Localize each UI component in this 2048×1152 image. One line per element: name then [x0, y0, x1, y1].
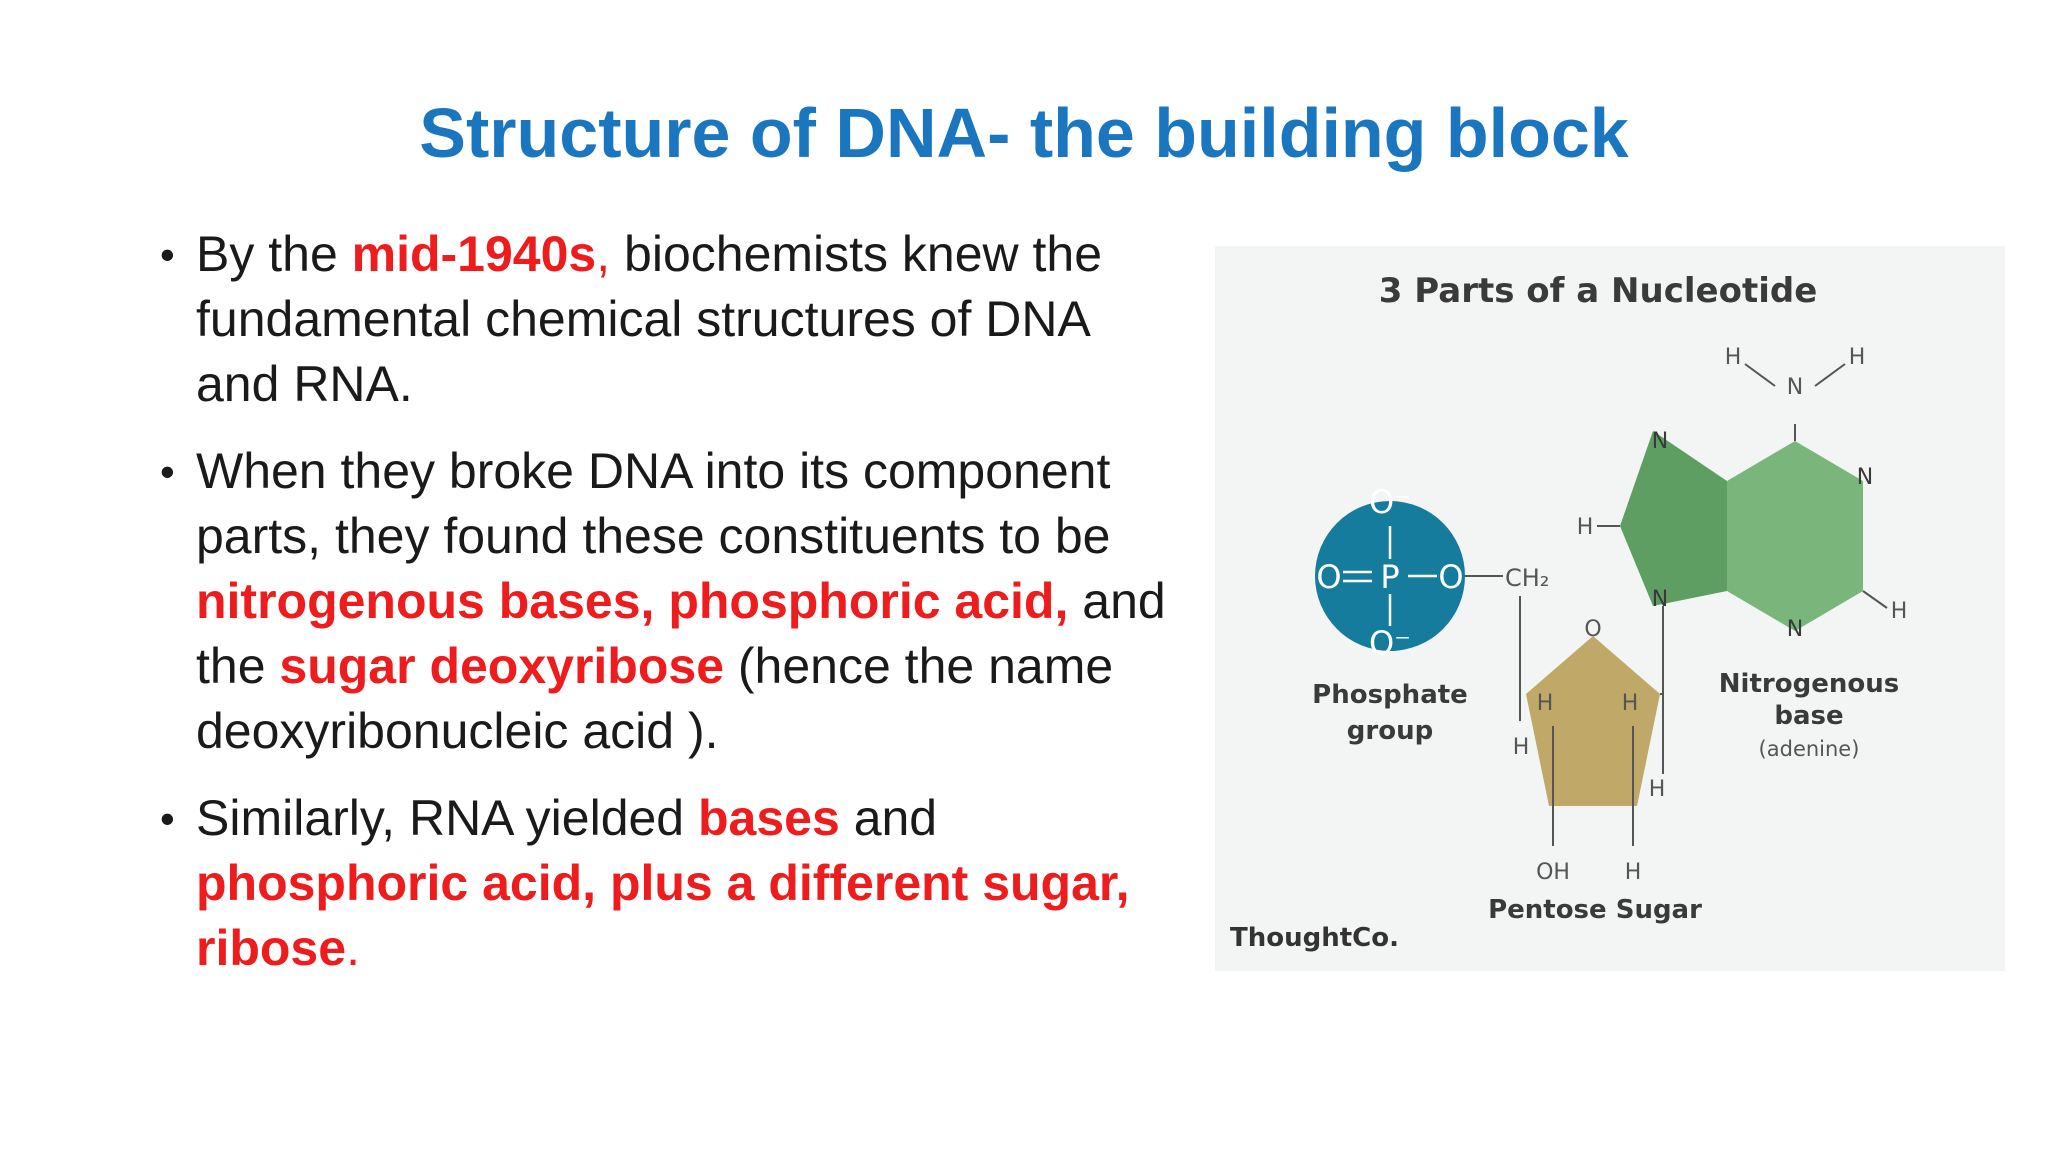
base-label: Nitrogenous — [1719, 669, 1899, 699]
atom-o-minus-top: O⁻ — [1369, 483, 1411, 521]
text-segment: , — [596, 226, 611, 282]
nucleotide-diagram: 3 Parts of a Nucleotide O⁻ O P O O⁻ Phos… — [1230, 271, 1908, 953]
figure-title: 3 Parts of a Nucleotide — [1379, 271, 1818, 311]
atom-h: H — [1849, 345, 1866, 370]
bullet-item: • When they broke DNA into its component… — [160, 439, 1170, 764]
atom-n: N — [1787, 617, 1803, 642]
text-segment: . — [346, 920, 360, 976]
atom-o-minus-bottom: O⁻ — [1369, 624, 1411, 662]
atom-h: H — [1513, 735, 1530, 760]
highlight-segment: mid-1940s — [351, 226, 597, 282]
bullet-dot: • — [160, 795, 175, 842]
text-segment: and the — [196, 573, 1166, 694]
phosphate-label: Phosphate — [1312, 680, 1468, 710]
highlight-segment: phosphoric acid, plus a different sugar,… — [196, 855, 1130, 976]
atom-n: N — [1652, 429, 1668, 454]
atom-n-amine: N — [1787, 375, 1803, 400]
atom-oh: OH — [1536, 860, 1570, 885]
base-bonds — [1597, 363, 1888, 609]
atom-ch2: CH₂ — [1505, 564, 1549, 592]
atom-h: H — [1577, 515, 1594, 540]
bullet-dot: • — [160, 448, 175, 495]
sugar-pentagon — [1526, 636, 1660, 806]
slide-title: Structure of DNA- the building block — [419, 94, 1629, 172]
atom-n: N — [1857, 465, 1873, 490]
atom-ring-o: O — [1584, 617, 1601, 642]
highlight-segment: sugar deoxyribose — [279, 638, 725, 694]
base-label: base — [1774, 701, 1843, 731]
highlight-segment: nitrogenous bases, phosphoric acid, — [196, 573, 1069, 629]
base-pentagon — [1620, 431, 1727, 606]
atom-o-double: O — [1316, 558, 1341, 596]
atom-h: H — [1891, 599, 1908, 624]
text-segment: and — [839, 790, 938, 846]
text-segment: biochemists knew the fundamental chemica… — [196, 226, 1103, 412]
text-segment: Similarly, RNA yielded — [196, 790, 699, 846]
base-hexagon — [1727, 441, 1863, 631]
phosphate-bonds — [1343, 526, 1437, 626]
bullet-item: • Similarly, RNA yielded bases and phosp… — [160, 786, 1170, 981]
atom-n: N — [1652, 587, 1668, 612]
highlight-segment: bases — [698, 790, 840, 846]
text-segment: When they broke DNA into its component p… — [196, 443, 1111, 564]
nucleotide-figure: 3 Parts of a Nucleotide O⁻ O P O O⁻ Phos… — [1215, 246, 2005, 971]
atom-h: H — [1537, 691, 1554, 716]
atom-o-link: O — [1438, 558, 1463, 596]
atom-h: H — [1725, 345, 1742, 370]
base-sublabel: (adenine) — [1759, 737, 1860, 761]
phosphate-circle — [1315, 501, 1465, 651]
atom-h: H — [1625, 860, 1642, 885]
sugar-label: Pentose Sugar — [1488, 895, 1702, 925]
bullet-list: • By the mid-1940s, biochemists knew the… — [160, 222, 1170, 1003]
watermark-logo: ThoughtCo. — [1230, 923, 1399, 953]
text-segment: (hence the name deoxyribonucleic acid ). — [196, 638, 1114, 759]
phosphate-label: group — [1347, 716, 1433, 746]
atom-h: H — [1649, 777, 1666, 802]
atom-h: H — [1622, 691, 1639, 716]
bullet-dot: • — [160, 231, 175, 278]
atom-p: P — [1380, 558, 1399, 596]
bullet-item: • By the mid-1940s, biochemists knew the… — [160, 222, 1170, 417]
text-segment: By the — [196, 226, 352, 282]
